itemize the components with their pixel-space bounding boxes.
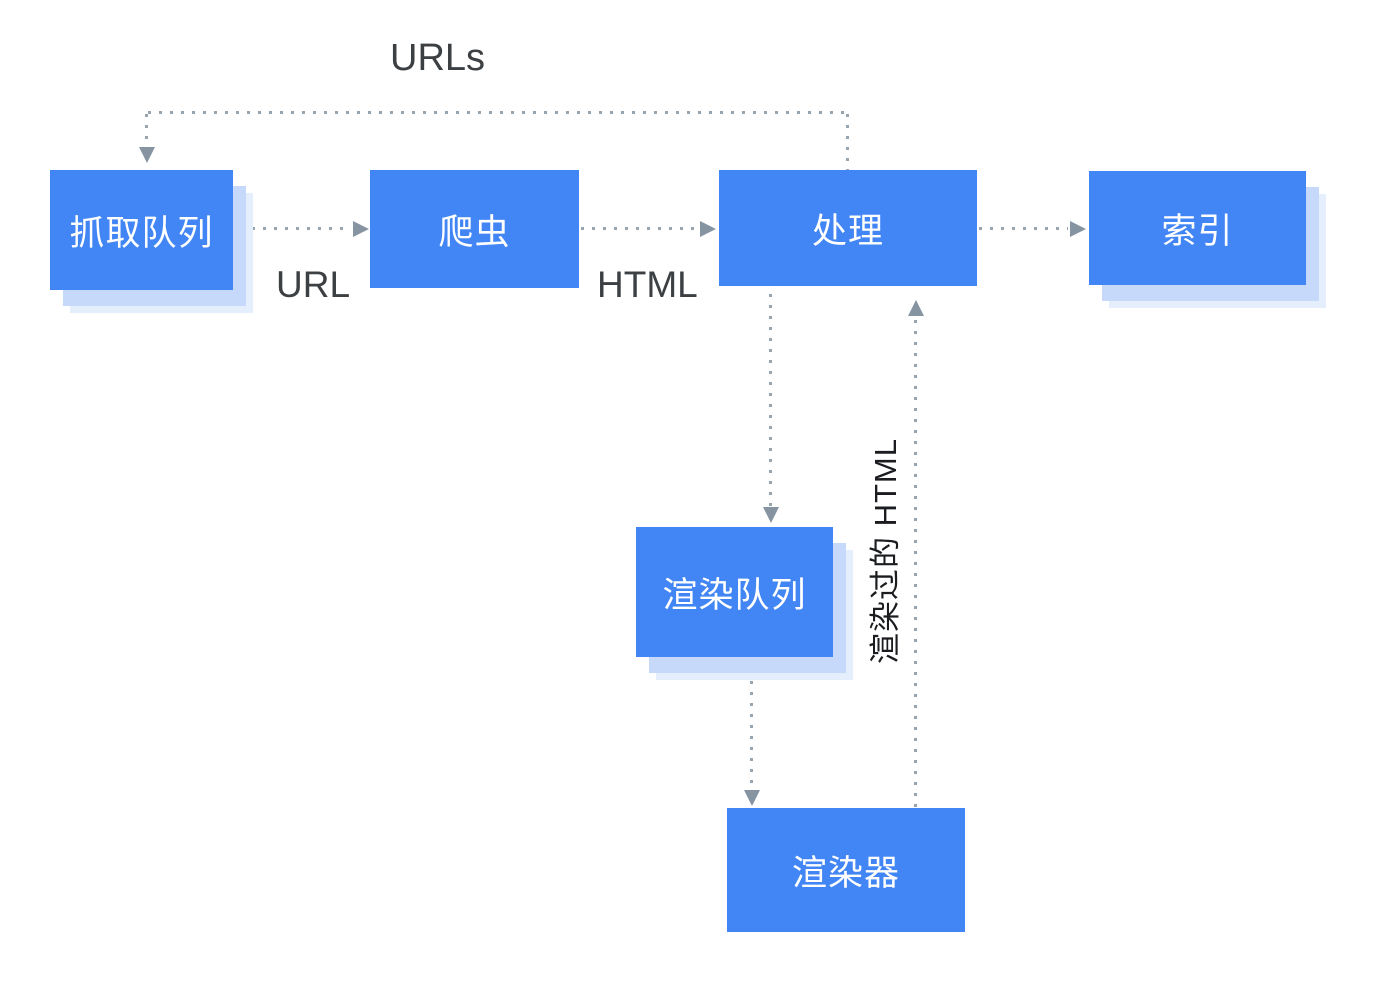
node-processing-label: 处理: [811, 211, 884, 251]
edge-feedback-right-segment: [846, 114, 849, 170]
node-crawl-queue-label: 抓取队列: [69, 213, 214, 253]
node-renderer-label: 渲染器: [791, 853, 900, 893]
node-index: 索引: [1089, 171, 1306, 285]
node-crawler: 爬虫: [370, 170, 579, 288]
edge-renderqueue-renderer-line: [750, 681, 753, 789]
edge-crawlqueue-crawler-line: [252, 227, 351, 230]
edge-processing-renderqueue-line: [769, 294, 772, 506]
edge-label-urls: URLs: [390, 37, 486, 79]
edge-label-html: HTML: [597, 264, 698, 305]
node-render-queue-label: 渲染队列: [662, 575, 807, 615]
arrowhead-into-render-queue: [763, 507, 779, 523]
arrowhead-into-crawler: [353, 221, 369, 237]
edge-processing-index-line: [979, 227, 1068, 230]
edge-feedback-left-segment: [145, 114, 148, 146]
arrowhead-into-processing-bottom: [908, 300, 924, 316]
node-index-label: 索引: [1161, 211, 1234, 251]
node-crawler-label: 爬虫: [438, 212, 511, 252]
node-renderer: 渲染器: [727, 808, 965, 932]
node-processing: 处理: [719, 170, 977, 286]
arrowhead-into-renderer: [744, 790, 760, 806]
edge-label-url: URL: [276, 264, 351, 305]
arrowhead-into-processing: [700, 221, 716, 237]
node-crawl-queue: 抓取队列: [50, 170, 233, 290]
arrowhead-into-crawl-queue: [139, 147, 155, 163]
edge-label-rendered-html: 渲染过的 HTML: [867, 438, 903, 664]
edge-feedback-horizontal-line: [148, 111, 848, 114]
edge-renderer-processing-line: [914, 320, 917, 807]
node-render-queue: 渲染队列: [636, 527, 833, 657]
edge-crawler-processing-line: [581, 227, 698, 230]
arrowhead-into-index: [1070, 221, 1086, 237]
